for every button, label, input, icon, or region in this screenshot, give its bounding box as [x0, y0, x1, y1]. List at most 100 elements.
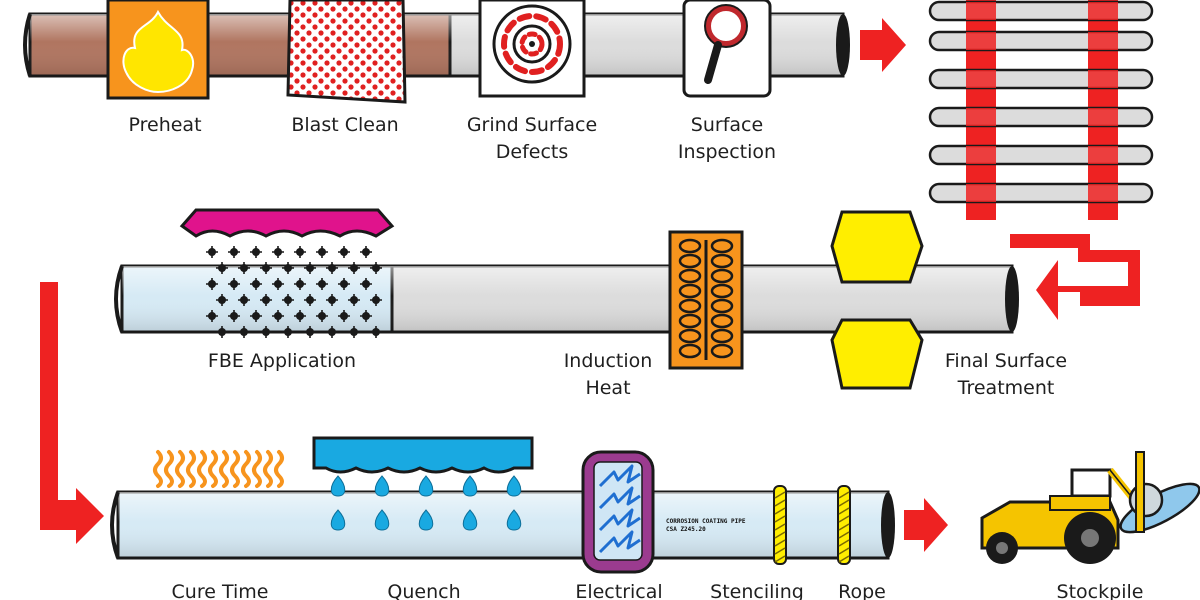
powder-particle [206, 278, 218, 290]
label-preheat: Preheat [128, 114, 201, 136]
grinder-swirl-icon [492, 4, 572, 84]
powder-particle [206, 246, 218, 258]
powder-particle [216, 262, 228, 274]
powder-particle [326, 262, 338, 274]
powder-particle [250, 278, 262, 290]
powder-particle [260, 294, 272, 306]
powder-particle [228, 310, 240, 322]
powder-particle [238, 294, 250, 306]
powder-particle [370, 326, 382, 338]
rack-pipe [928, 182, 1154, 204]
final-treatment-station [830, 210, 924, 390]
inspection-station [682, 0, 772, 98]
powder-particle [360, 278, 372, 290]
rope-bands [773, 485, 851, 565]
label-electrical: Electrical [575, 581, 662, 600]
blast-clean-station [286, 0, 407, 104]
label-stenciling: Stenciling [710, 581, 804, 600]
quench-station [312, 436, 534, 531]
row-3-pipe [110, 490, 895, 560]
induction-coil [668, 230, 744, 370]
arrow-right-icon-2 [904, 498, 948, 552]
label-heat: Heat [585, 377, 630, 399]
powder-particle [360, 310, 372, 322]
powder-particle [348, 262, 360, 274]
powder-particle [250, 246, 262, 258]
powder-particle [282, 294, 294, 306]
flame-icon [122, 9, 194, 94]
powder-particle [294, 246, 306, 258]
powder-particle [370, 262, 382, 274]
water-drop-icon [374, 475, 390, 497]
label-final-surface: Final Surface [945, 350, 1067, 372]
rack-pipe [928, 144, 1154, 166]
label-grind-defects: Defects [496, 141, 569, 163]
powder-particle [370, 294, 382, 306]
powder-particle [206, 310, 218, 322]
water-drop-icon [418, 509, 434, 531]
water-drop-icon [374, 509, 390, 531]
powder-particle [360, 246, 372, 258]
grind-station [478, 0, 586, 98]
label-quench: Quench [387, 581, 460, 600]
powder-particle [228, 278, 240, 290]
label-induction: Induction [564, 350, 653, 372]
stencil-text-line-2: CSA Z245.20 [666, 526, 706, 533]
label-cure-time: Cure Time [172, 581, 269, 600]
powder-particle [326, 326, 338, 338]
powder-particle [272, 278, 284, 290]
label-blast-clean: Blast Clean [291, 114, 398, 136]
label-treatment: Treatment [957, 377, 1055, 399]
label-inspection: Inspection [678, 141, 776, 163]
magnifier-icon [704, 4, 748, 84]
powder-particle [338, 246, 350, 258]
label-surface: Surface [691, 114, 763, 136]
rack-pipe [928, 30, 1154, 52]
connector-arrow-icon [1010, 234, 1140, 320]
powder-particle [326, 294, 338, 306]
powder-particles [206, 246, 382, 338]
heat-waves-icon [153, 450, 284, 488]
powder-particle [316, 246, 328, 258]
down-connector-arrow-icon [40, 282, 104, 544]
powder-particle [238, 326, 250, 338]
powder-particle [228, 246, 240, 258]
water-drops [330, 475, 522, 531]
powder-particle [348, 294, 360, 306]
powder-particle [260, 326, 272, 338]
powder-particle [282, 326, 294, 338]
powder-particle [316, 310, 328, 322]
powder-particle [294, 278, 306, 290]
pipe-loader-icon [980, 451, 1200, 564]
water-drop-icon [462, 475, 478, 497]
water-drop-icon [330, 509, 346, 531]
preheat-station [106, 0, 210, 100]
powder-particle [338, 310, 350, 322]
powder-particle [272, 310, 284, 322]
rack-pipe [928, 0, 1154, 22]
powder-particle [348, 326, 360, 338]
powder-particle [304, 294, 316, 306]
label-rope: Rope [838, 581, 886, 600]
rack-pipe [928, 68, 1154, 90]
water-drop-icon [506, 509, 522, 531]
powder-particle [272, 246, 284, 258]
stencil-text-line-1: CORROSION COATING PIPE [666, 518, 746, 525]
powder-particle [338, 278, 350, 290]
powder-particle [216, 294, 228, 306]
powder-particle [250, 310, 262, 322]
powder-particle [304, 262, 316, 274]
arrow-right-icon [860, 18, 906, 72]
label-stockpile: Stockpile [1057, 581, 1144, 600]
water-drop-icon [330, 475, 346, 497]
water-drop-icon [462, 509, 478, 531]
powder-particle [304, 326, 316, 338]
pipe-rack [928, 0, 1154, 220]
powder-particle [282, 262, 294, 274]
rack-pipe [928, 106, 1154, 128]
powder-particle [294, 310, 306, 322]
powder-particle [238, 262, 250, 274]
fbe-applicator [179, 208, 395, 338]
